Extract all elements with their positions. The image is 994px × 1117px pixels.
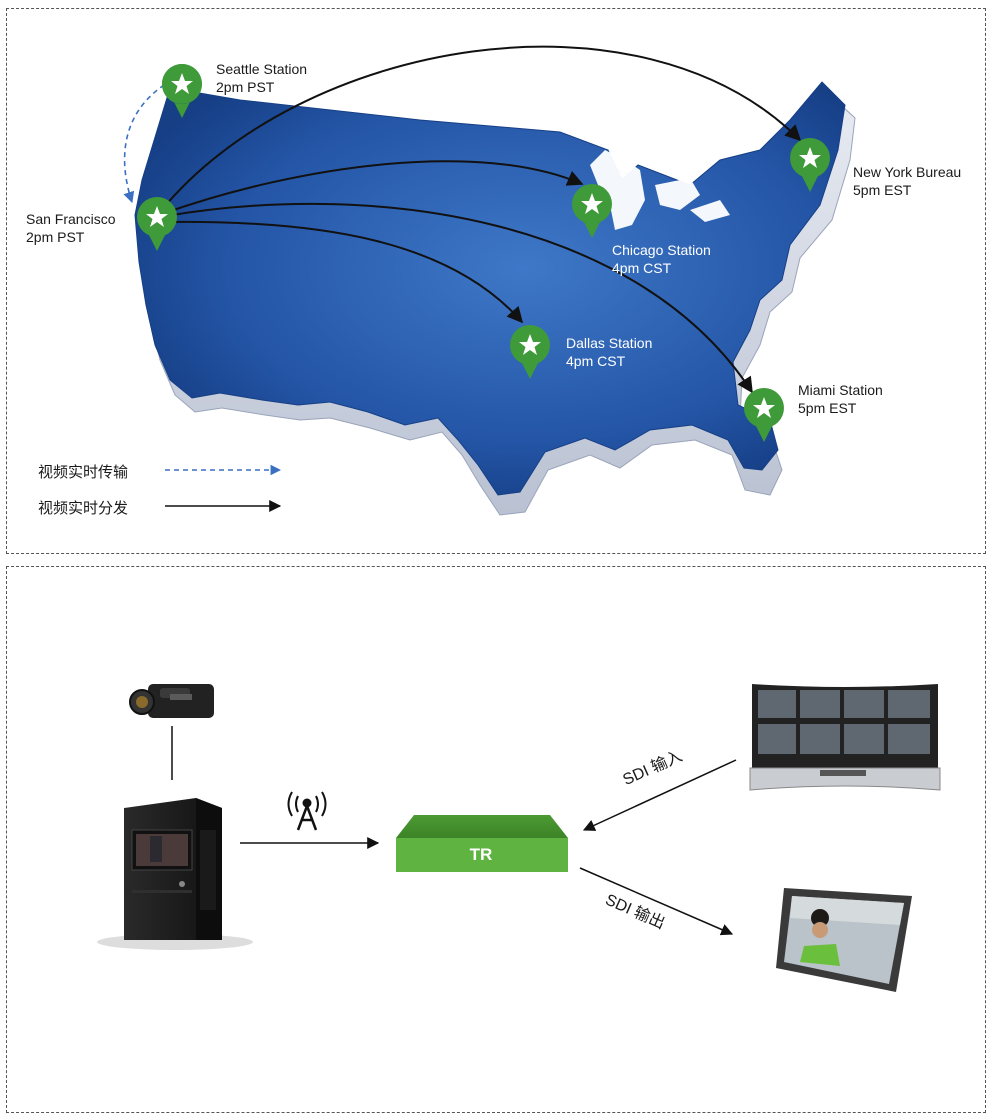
tr-label: TR — [469, 845, 493, 864]
dallas-name: Dallas Station — [566, 335, 653, 351]
sdi-output-arrow — [579, 867, 734, 936]
pin-newyork — [790, 138, 830, 192]
transfer-arrow-seattle-sf — [123, 79, 173, 204]
pin-dallas — [510, 325, 550, 379]
pin-seattle — [161, 64, 202, 118]
dallas-label: Dallas Station 4pm CST — [566, 334, 652, 370]
newyork-name: New York Bureau — [853, 164, 962, 180]
us-map — [134, 81, 856, 516]
sanfrancisco-time: 2pm PST — [26, 229, 85, 245]
chicago-label: Chicago Station 4pm CST — [612, 241, 711, 277]
distribute-arrow-newyork — [159, 45, 802, 213]
distribute-arrow-dallas — [164, 220, 524, 324]
chicago-time: 4pm CST — [612, 260, 672, 276]
miami-name: Miami Station — [798, 382, 883, 398]
pin-sanfrancisco — [137, 197, 177, 251]
dallas-time: 4pm CST — [566, 353, 626, 369]
equipment-panel — [6, 566, 986, 1113]
newyork-time: 5pm EST — [853, 182, 912, 198]
distribute-arrow-miami — [165, 202, 753, 394]
map-panel — [6, 8, 986, 554]
map-top — [134, 81, 846, 496]
video-wall-icon — [749, 684, 941, 791]
camcorder-icon — [129, 684, 214, 718]
sanfrancisco-label: San Francisco 2pm PST — [26, 210, 115, 246]
chicago-name: Chicago Station — [612, 242, 711, 258]
newyork-label: New York Bureau 5pm EST — [853, 163, 961, 199]
great-lakes — [590, 150, 730, 230]
antenna-icon — [287, 791, 327, 831]
tr-device — [396, 815, 568, 872]
pin-chicago — [572, 184, 612, 238]
pin-miami — [744, 388, 784, 442]
sanfrancisco-name: San Francisco — [26, 211, 116, 227]
miami-label: Miami Station 5pm EST — [798, 381, 883, 417]
encoder-device-icon — [97, 798, 253, 950]
sdi-input-arrow — [582, 759, 737, 831]
seattle-label: Seattle Station 2pm PST — [216, 60, 307, 96]
tv-monitor-icon — [776, 888, 912, 992]
legend-transfer-label: 视频实时传输 — [38, 464, 129, 481]
seattle-time: 2pm PST — [216, 79, 275, 95]
seattle-name: Seattle Station — [216, 61, 308, 77]
miami-time: 5pm EST — [798, 400, 857, 416]
legend-distribute-label: 视频实时分发 — [38, 500, 129, 517]
distribute-arrow-chicago — [161, 160, 584, 215]
